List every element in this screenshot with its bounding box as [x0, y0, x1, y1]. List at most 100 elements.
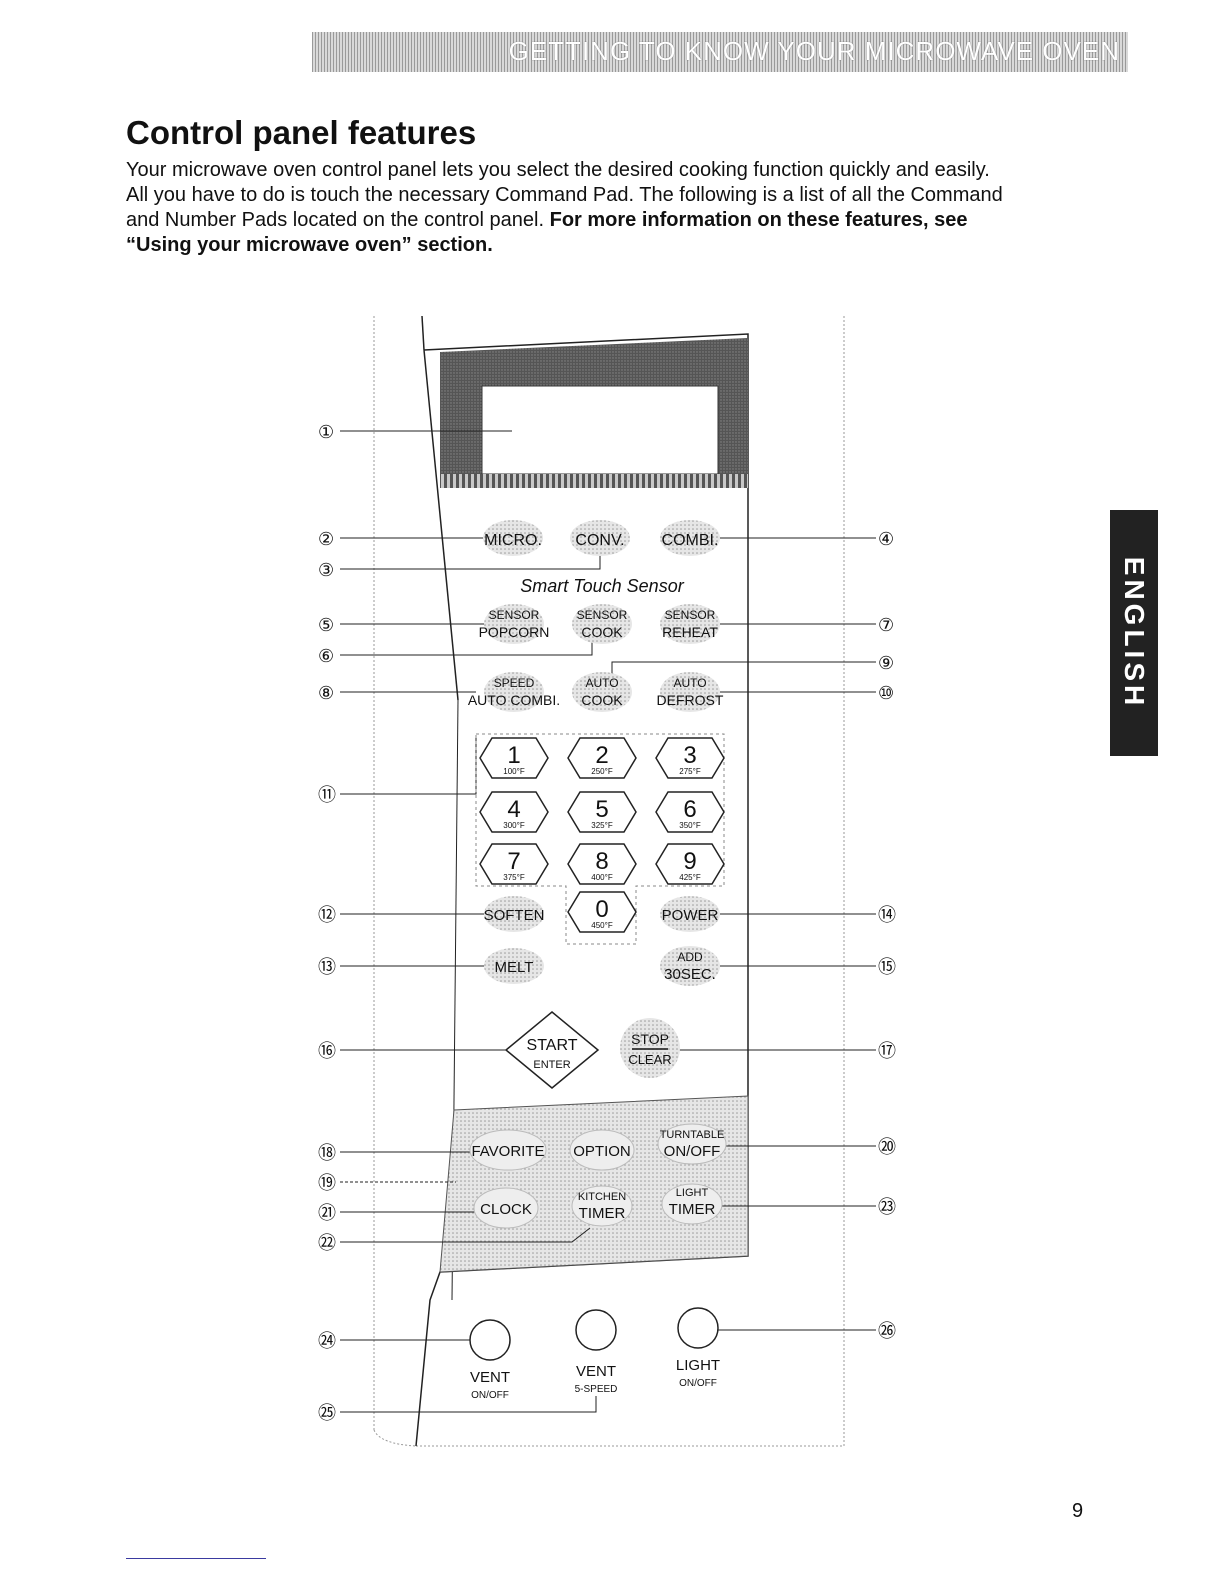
sensor-reheat-pad[interactable]: SENSOR REHEAT [660, 604, 720, 644]
micro-pad[interactable]: MICRO. [483, 520, 543, 556]
popcorn-label: POPCORN [479, 624, 550, 640]
number-pad-temperature: 375°F [503, 873, 525, 882]
header-banner-text: GETTING TO KNOW YOUR MICROWAVE OVEN [508, 36, 1120, 66]
stop-label: STOP [631, 1031, 669, 1047]
turntable-onoff-pad[interactable]: TURNTABLE ON/OFF [657, 1123, 727, 1165]
number-pad-temperature: 350°F [679, 821, 701, 830]
number-pad-digit: 4 [507, 796, 520, 823]
sensor-cook-pad[interactable]: SENSOR COOK [572, 604, 632, 644]
number-pad-digit: 9 [683, 848, 696, 875]
number-pad-temperature: 275°F [679, 767, 701, 776]
light-label: LIGHT [676, 1187, 709, 1199]
soften-pad[interactable]: SOFTEN [484, 896, 545, 932]
combi-label: COMBI. [662, 532, 719, 549]
number-pad-digit: 6 [683, 796, 696, 823]
callout-9: ⑨ [878, 653, 894, 674]
speed-label: SPEED [494, 676, 535, 690]
vent-onoff-button[interactable]: VENT ON/OFF [469, 1319, 511, 1401]
conv-pad[interactable]: CONV. [570, 520, 630, 556]
auto-label: AUTO [673, 676, 706, 690]
number-pad-temperature: 100°F [503, 767, 525, 776]
callout-16: ⑯ [318, 1041, 336, 1062]
callout-26: ㉖ [878, 1321, 896, 1342]
power-label: POWER [662, 907, 719, 924]
start-label: START [527, 1037, 578, 1054]
vent-label: VENT [470, 1369, 510, 1386]
callout-15: ⑮ [878, 957, 896, 978]
melt-label: MELT [495, 959, 534, 976]
callout-20: ⑳ [878, 1137, 896, 1158]
intro-line: “Using your microwave oven” section. [126, 233, 1086, 258]
intro-bold-text: “Using your microwave oven” section. [126, 234, 493, 256]
lower-pad-area [439, 1095, 749, 1273]
speed-auto-combi-pad[interactable]: SPEED AUTO COMBI. [468, 672, 560, 712]
micro-label: MICRO. [484, 532, 542, 549]
clock-pad[interactable]: CLOCK [473, 1187, 539, 1229]
panel-outline [373, 316, 845, 1447]
page-title: Control panel features [126, 114, 477, 151]
auto-label: AUTO [585, 676, 618, 690]
number-pad-digit: 7 [507, 848, 520, 875]
light-label: LIGHT [676, 1357, 720, 1374]
vent-onoff-label: ON/OFF [471, 1390, 509, 1401]
number-pad-temperature: 325°F [591, 821, 613, 830]
panel-body [415, 333, 749, 1447]
vent-label: VENT [576, 1363, 616, 1380]
stop-clear-pad[interactable]: STOP CLEAR [620, 1018, 680, 1078]
auto-cook-pad[interactable]: AUTO COOK [572, 672, 632, 712]
light-timer-pad[interactable]: LIGHT TIMER [661, 1183, 723, 1225]
auto-defrost-pad[interactable]: AUTO DEFROST [657, 672, 724, 712]
callout-12: ⑫ [318, 905, 336, 926]
callout-17: ⑰ [878, 1041, 896, 1062]
number-pad-digit: 2 [595, 742, 608, 769]
number-pad-digit: 1 [507, 742, 520, 769]
combi-pad[interactable]: COMBI. [660, 520, 720, 556]
number-pad-temperature: 300°F [503, 821, 525, 830]
sensor-popcorn-pad[interactable]: SENSOR POPCORN [479, 604, 550, 644]
callout-2: ② [318, 529, 334, 550]
number-pad-digit: 0 [595, 896, 608, 923]
number-pad-temperature: 250°F [591, 767, 613, 776]
favorite-pad[interactable]: FAVORITE [469, 1129, 547, 1171]
intro-bold-text: For more information on these features, … [549, 209, 968, 231]
thirty-sec-label: 30SEC. [664, 966, 716, 983]
add-30sec-pad[interactable]: ADD 30SEC. [660, 946, 720, 986]
number-pad-temperature: 425°F [679, 873, 701, 882]
callout-10: ⑩ [878, 683, 894, 704]
vent-speed-label: 5-SPEED [575, 1384, 618, 1395]
kitchen-label: KITCHEN [578, 1191, 626, 1203]
option-label: OPTION [573, 1143, 631, 1160]
auto-combi-label: AUTO COMBI. [468, 692, 560, 708]
start-enter-pad[interactable]: START ENTER [504, 1011, 600, 1089]
clock-label: CLOCK [480, 1201, 532, 1218]
melt-pad[interactable]: MELT [484, 948, 544, 984]
power-pad[interactable]: POWER [660, 896, 720, 932]
timer-label: TIMER [669, 1201, 716, 1218]
intro-paragraph: Your microwave oven control panel lets y… [126, 158, 1086, 258]
number-pad-digit: 8 [595, 848, 608, 875]
timer-label: TIMER [579, 1205, 626, 1222]
intro-text: and Number Pads located on the control p… [126, 209, 550, 231]
light-onoff-button[interactable]: LIGHT ON/OFF [676, 1307, 720, 1389]
option-pad[interactable]: OPTION [569, 1129, 635, 1171]
leader-lines [340, 430, 876, 1413]
callout-8: ⑧ [318, 683, 334, 704]
kitchen-timer-pad[interactable]: KITCHEN TIMER [571, 1185, 633, 1227]
header-banner: GETTING TO KNOW YOUR MICROWAVE OVEN [312, 32, 1128, 72]
callout-23: ㉓ [878, 1197, 896, 1218]
clear-label: CLEAR [628, 1052, 671, 1067]
vent-speed-button[interactable]: VENT 5-SPEED [575, 1309, 618, 1395]
callout-1: ① [318, 422, 334, 443]
